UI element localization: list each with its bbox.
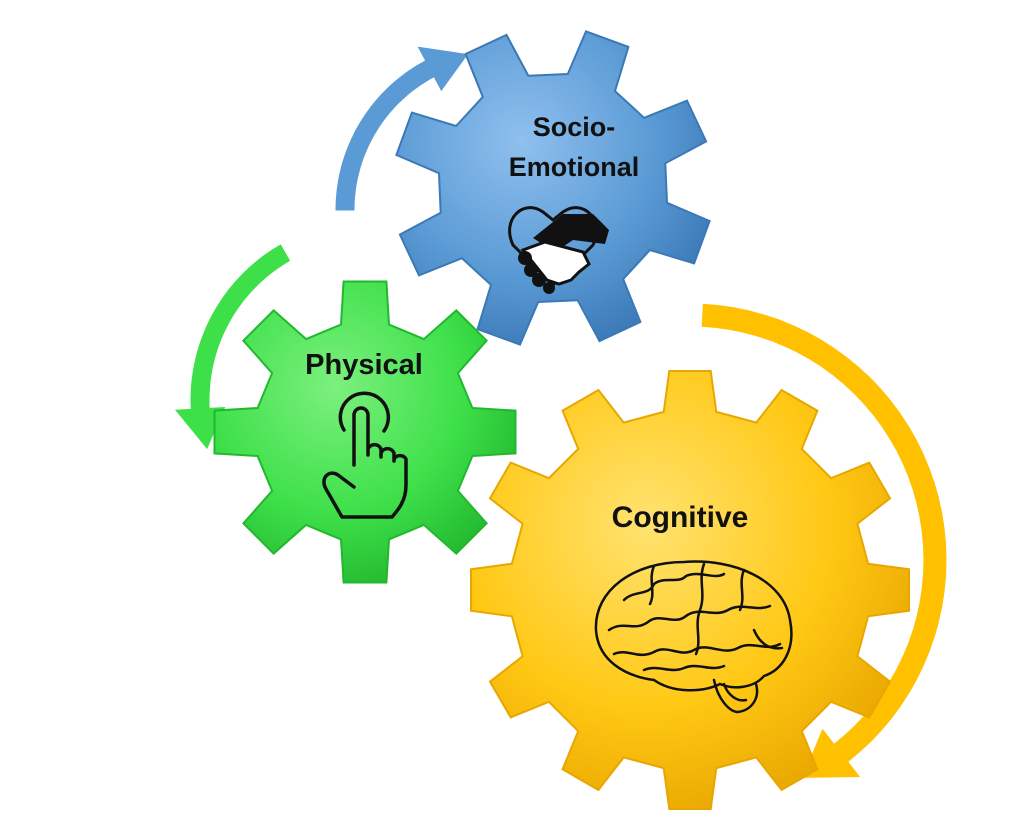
gear-socio-emotional: Socio- Emotional: [395, 30, 711, 346]
gear-shape-blue: [395, 30, 711, 346]
pointing-hand-icon: [322, 391, 408, 519]
cycle-arrow-shape: [701, 303, 947, 778]
gear-label-emotional: Emotional: [509, 152, 640, 182]
gear-shape-yellow: [470, 370, 910, 810]
gear-label-cognitive: Cognitive: [612, 501, 749, 534]
gear-label-socio: Socio-: [533, 112, 616, 142]
cycle-arrow-yellow: [701, 303, 947, 778]
gear-shape-green: [213, 280, 517, 584]
cycle-arrow-shape: [335, 46, 469, 211]
cycle-arrow-blue: [335, 46, 469, 211]
gear-label-physical: Physical: [305, 349, 423, 381]
gear-cognitive: Cognitive: [470, 370, 910, 810]
gear-physical: Physical: [213, 280, 517, 584]
handshake-heart-icon: [508, 206, 609, 294]
brain-icon: [594, 560, 793, 714]
